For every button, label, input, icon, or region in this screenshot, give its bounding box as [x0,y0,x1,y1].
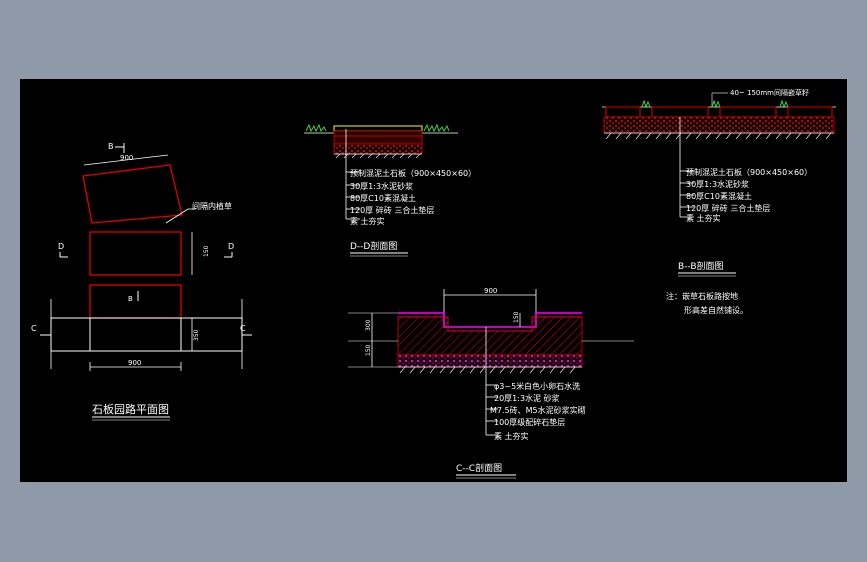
plan-dim-height: 350 [193,329,200,341]
cc-masonry [397,316,583,356]
plan-dim-gap: 150 [203,245,210,257]
plan-view: B 900 间隔内植草 150 D D B [31,142,252,421]
cc-title: C--C剖面图 [456,462,502,474]
cc-profile [398,312,582,328]
cc-dim-step: 150 [513,311,520,323]
bb-title: B--B剖面图 [678,260,724,272]
cc-layer-2: 20厚1:3水泥 砂浆 [494,393,560,403]
dd-layer-3: 80厚C10素混凝土 [350,193,416,203]
section-bb: 40~ 150mm间隔嵌草籽 预制混泥土石板（900×450×60） 30厚1:… [602,88,836,315]
cad-canvas: B 900 间隔内植草 150 D D B [20,79,847,482]
dd-layer-1: 预制混泥土石板（900×450×60） [350,168,476,178]
plan-label-c-left: C [31,324,37,333]
dd-layer-5: 素 土夯实 [350,216,385,226]
cc-dim-left-top: 300 [365,319,372,331]
plan-dim-bottom: 900 [128,359,141,367]
bb-note: 40~ 150mm间隔嵌草籽 [730,88,809,97]
plan-label-b: B [108,142,114,151]
dd-layer-4: 120厚 碎砖 三合土垫层 [350,205,434,215]
section-cc: 900 150 300 150 φ3~5米白色小卵石水洗 20厚1:3水泥 砂浆… [348,287,634,479]
bb-layer-3: 80厚C10素混凝土 [686,191,752,201]
cc-dim-left-bottom: 150 [365,344,372,356]
section-dd: 预制混泥土石板（900×450×60） 30厚1:3水泥砂浆 80厚C10素混凝… [304,123,476,257]
cc-gravel-layer [397,354,583,368]
dd-layer-2: 30厚1:3水泥砂浆 [350,181,413,191]
cc-dim-top: 900 [484,287,497,295]
cc-layer-3: M7.5砖、M5水泥砂浆实砌 [490,405,586,415]
cc-layer-5: 素 土夯实 [494,431,529,441]
plan-label-d-right: D [228,242,234,251]
bb-layer-5: 素 土夯实 [686,213,721,223]
dd-concrete-layer [333,143,423,155]
plan-label-b-lower: B [128,295,133,303]
plan-slab-lower [89,284,182,319]
bb-layer-1: 预制混泥土石板（900×450×60） [686,167,812,177]
plan-slab-tilted [82,164,183,224]
plan-title: 石板园路平面图 [92,402,169,416]
plan-path-band [50,317,243,352]
plan-dim-width: 900 [120,154,133,162]
bb-base-layer [603,116,835,134]
plan-note: 间隔内植草 [192,201,232,211]
plan-label-c-right: C [240,324,246,333]
cad-drawing: B 900 间隔内植草 150 D D B [31,88,836,479]
bb-remark-1: 注：嵌草石板路按地 [666,291,738,301]
cc-layer-4: 100厚级配碎石垫层 [494,417,565,427]
plan-label-d-left: D [58,242,64,251]
plan-slab-middle [89,231,182,276]
bb-layer-2: 30厚1:3水泥砂浆 [686,179,749,189]
cc-layer-1: φ3~5米白色小卵石水洗 [494,381,580,391]
dd-slab [333,125,423,132]
bb-remark-2: 形高差自然铺设。 [684,305,748,315]
bb-layer-4: 120厚 碎砖 三合土垫层 [686,203,770,213]
dd-title: D--D剖面图 [350,240,397,252]
